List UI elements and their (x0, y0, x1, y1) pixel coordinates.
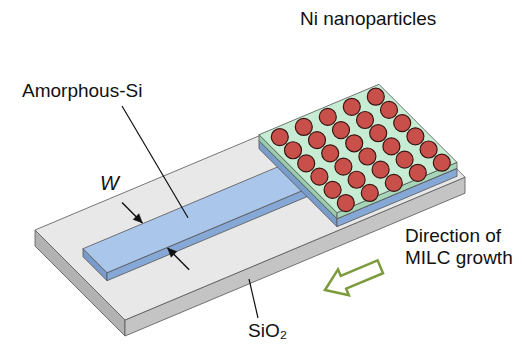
ni-nanoparticle (271, 129, 288, 146)
ni-nanoparticle (311, 168, 328, 185)
material-label: Amorphous-Si (22, 80, 142, 102)
ni-nanoparticle (433, 154, 450, 171)
ni-nanoparticle (357, 112, 374, 129)
substrate-top-face (35, 87, 465, 320)
ni-nanoparticle (370, 125, 387, 142)
ni-nanoparticle (383, 138, 400, 155)
dimension-label: W (100, 172, 119, 195)
ni-nanoparticle (319, 108, 336, 125)
ni-nanoparticle (285, 142, 302, 159)
ni-nanoparticle (324, 181, 341, 198)
ni-nanoparticle (385, 174, 402, 191)
ni-nanoparticle (333, 122, 350, 139)
ni-nanoparticle (396, 151, 413, 168)
width-arrow-head (133, 214, 142, 223)
width-arrow-head (168, 248, 177, 257)
ni-nanoparticle (409, 164, 426, 181)
ni-nanoparticle (348, 171, 365, 188)
ni-nanoparticle (394, 115, 411, 132)
leader-line (249, 279, 258, 318)
ni-nanoparticle (322, 145, 339, 162)
ni-nanoparticle (381, 101, 398, 118)
catalyst-layer-top-face (259, 84, 457, 212)
growth-arrow (320, 254, 386, 303)
width-arrow (168, 248, 190, 270)
ni-nanoparticle (407, 128, 424, 145)
ni-nanoparticle (298, 155, 315, 172)
ni-nanoparticle (372, 161, 389, 178)
width-arrow (122, 203, 142, 223)
ni-nanoparticle (420, 141, 437, 158)
direction-label: Direction of MILC growth (405, 225, 517, 269)
ni-nanoparticle (335, 158, 352, 175)
ni-nanoparticle (359, 148, 376, 165)
ni-nanoparticle (361, 184, 378, 201)
ni-nanoparticle (337, 195, 354, 212)
ni-nanoparticle (343, 98, 360, 115)
material-label: SiO₂ (248, 320, 287, 342)
leader-line (122, 106, 188, 218)
ni-nanoparticle (367, 88, 384, 105)
ni-nanoparticle (346, 135, 363, 152)
si-strip-top-face (83, 165, 307, 273)
material-label: Ni nanoparticles (300, 8, 436, 30)
ni-nanoparticle (295, 118, 312, 135)
ni-nanoparticle (309, 132, 326, 149)
